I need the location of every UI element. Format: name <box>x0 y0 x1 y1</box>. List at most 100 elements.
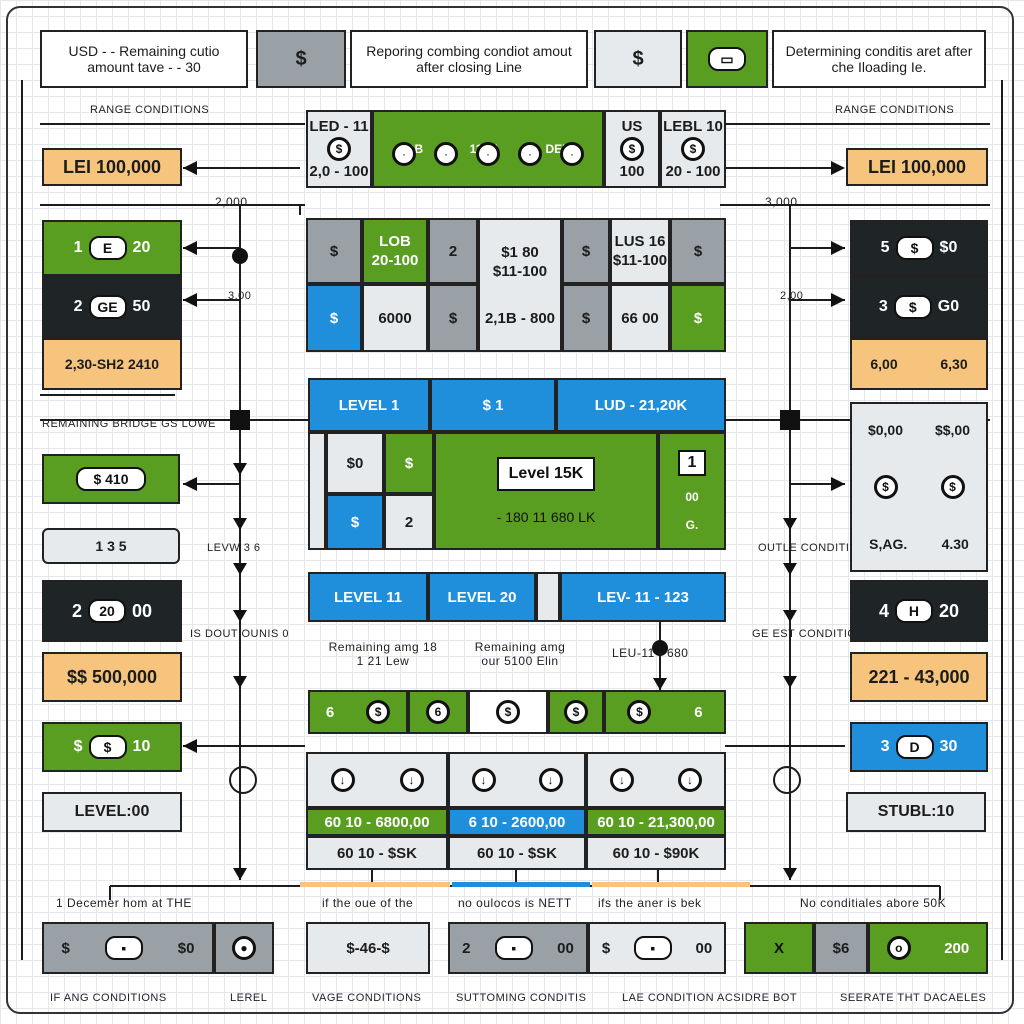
footer-box-4: $ ▪ 00 <box>588 922 726 974</box>
dollar-icon: $ <box>627 700 652 724</box>
caption-3: no oulocos is NETT <box>458 896 572 910</box>
footer-box-4-right: 00 <box>695 939 713 957</box>
grid-d3: $ <box>428 284 478 352</box>
dollar-icon: $ <box>564 700 588 724</box>
footer-label-3: VAGE CONDITIONS <box>312 992 422 1004</box>
dollar-icon: $ <box>940 475 965 499</box>
grid-c6: LUS 16 $11-100 <box>610 218 670 284</box>
tick-orange-2 <box>592 882 750 887</box>
strip-cell-6-bottom: 20 - 100 <box>665 163 721 180</box>
meter-1-mid: 60 10 - 6800,00 <box>306 808 448 836</box>
left-row-4-num: $ <box>73 738 83 755</box>
center-left-c: $ <box>326 494 384 550</box>
right-lei-text: LEI 100,000 <box>867 156 967 177</box>
right-row-4-pill: D <box>895 735 934 759</box>
bottom-strip-1-a: 6 <box>325 703 335 721</box>
caption-2: if the oue of the <box>322 896 414 910</box>
left-row-1-num: 1 <box>73 239 83 256</box>
meter-3-top: ↓↓ <box>586 752 726 808</box>
right-mid-label: OUTLE CONDITIE <box>758 542 858 554</box>
left-row-4: $ $ 10 <box>42 722 182 772</box>
grid-c2: LOB 20-100 <box>362 218 428 284</box>
grid-d4-text: 2,1B - 800 <box>484 309 556 327</box>
dollar-icon: $ <box>581 242 591 260</box>
left-value-2000: 2,000 <box>215 195 248 209</box>
left-level-box: LEVEL:00 <box>42 792 182 832</box>
right-amount-box: 221 - 43,000 <box>850 652 988 702</box>
right-row-2-num: 3 <box>878 298 888 315</box>
node-icon: · <box>560 142 584 166</box>
right-range-right: 6,30 <box>940 356 968 372</box>
gauge-icon: ↓ <box>538 768 563 792</box>
footer-label-4: SUTTOMING CONDITIS <box>456 992 587 1004</box>
left-lei-text: LEI 100,000 <box>62 156 162 177</box>
tick-blue <box>452 882 590 887</box>
cash-icon: ▪ <box>104 936 143 960</box>
caption-4: ifs the aner is bek <box>598 896 702 910</box>
target-icon: o <box>886 936 911 960</box>
dollar-icon: $ <box>404 454 414 472</box>
right-row-4-num: 3 <box>880 738 890 755</box>
footer-box-2: $-46-$ <box>306 922 430 974</box>
footer-box-1: $ ▪ $0 <box>42 922 214 974</box>
left-row-2: 2 GE 50 <box>42 276 182 338</box>
grid-c6-top: LUS 16 <box>614 233 666 250</box>
center-right-a: 00 <box>685 490 699 504</box>
left-range-box: 2,30-SH2 2410 <box>42 338 182 390</box>
right-row-3-num: 4 <box>878 600 889 621</box>
footer-label-1: IF ANG CONDITIONS <box>50 992 167 1004</box>
toggle-icon: GE <box>88 295 127 319</box>
left-row-3-val: 00 <box>131 600 153 621</box>
header-icon-block-1: $ <box>256 30 346 88</box>
dollar-icon: $ <box>873 475 898 499</box>
grid-c4: $1 80 $11-100 2,1B - 800 <box>478 218 562 352</box>
footer-box-5-mid: $6 <box>832 939 850 957</box>
level-bar-1: LEVEL 1 <box>308 378 430 432</box>
meter-3-v2: 60 10 - $90K <box>612 844 700 862</box>
header-left-note: USD - - Remaining cutio amount tave - - … <box>40 30 248 88</box>
right-row-1-val: $0 <box>939 239 958 256</box>
level-row-a-text: LEVEL 11 <box>333 588 403 606</box>
left-mid-label: REMAINING BRIDGE GS LOWE <box>42 418 216 430</box>
grid-c4-top: $1 80 <box>501 243 539 261</box>
cash-icon: ▪ <box>633 936 672 960</box>
toggle-icon: E <box>88 236 127 260</box>
right-stub-text: STUBL:10 <box>877 803 955 820</box>
footer-box-5b: $6 <box>814 922 868 974</box>
remaining-note-3: LEU-11 - 680 <box>612 646 689 660</box>
level-row-b: LEVEL 20 <box>428 572 536 622</box>
meter-1-v2: 60 10 - $SK <box>336 844 418 862</box>
bottom-strip-2: 6 <box>408 690 468 734</box>
right-range-box: 6,00 6,30 <box>850 338 988 390</box>
center-left-d: 2 <box>384 494 434 550</box>
left-row-3: 2 20 00 <box>42 580 182 642</box>
level-row-c-text: LEV- 11 - 123 <box>597 588 689 606</box>
level-bar-2: $ 1 <box>430 378 556 432</box>
level-row-b-text: LEVEL 20 <box>447 588 517 606</box>
left-range-text: 2,30-SH2 2410 <box>64 356 160 372</box>
right-row-4-val: 30 <box>939 738 958 755</box>
strip-cell-6-top: LEBL 10 <box>663 118 723 135</box>
meter-2-v1: 6 10 - 2600,00 <box>468 813 566 831</box>
strip-cell-1-top: LED - 11 <box>309 118 369 135</box>
center-caption: - 180 11 680 LK <box>496 509 596 525</box>
bottom-strip-3: $ <box>468 690 548 734</box>
node-icon: · <box>518 142 542 166</box>
right-range-left: 6,00 <box>870 356 898 372</box>
strip-cell-1: LED - 11 $ 2,0 - 100 <box>306 110 372 188</box>
grid-c1: $ <box>306 218 362 284</box>
right-gauge-b: $$,00 <box>934 422 971 438</box>
dollar-icon: $ <box>632 47 644 70</box>
center-left-a-text: $0 <box>346 454 364 472</box>
footer-box-5c: o 200 <box>868 922 988 974</box>
meter-1-top: ↓↓ <box>306 752 448 808</box>
grid-c7: $ <box>670 218 726 284</box>
meter-2-bot: 60 10 - $SK <box>448 836 586 870</box>
footer-box-2-text: $-46-$ <box>346 939 390 957</box>
left-row-2-num: 2 <box>73 298 83 315</box>
node-icon: 6 <box>426 700 450 724</box>
dollar-icon: $ <box>329 309 339 327</box>
left-row-4-val: 10 <box>132 738 151 755</box>
footer-label-5: LAE CONDITION ACSIDRE BOT <box>622 992 798 1004</box>
right-row-1-num: 5 <box>880 239 890 256</box>
